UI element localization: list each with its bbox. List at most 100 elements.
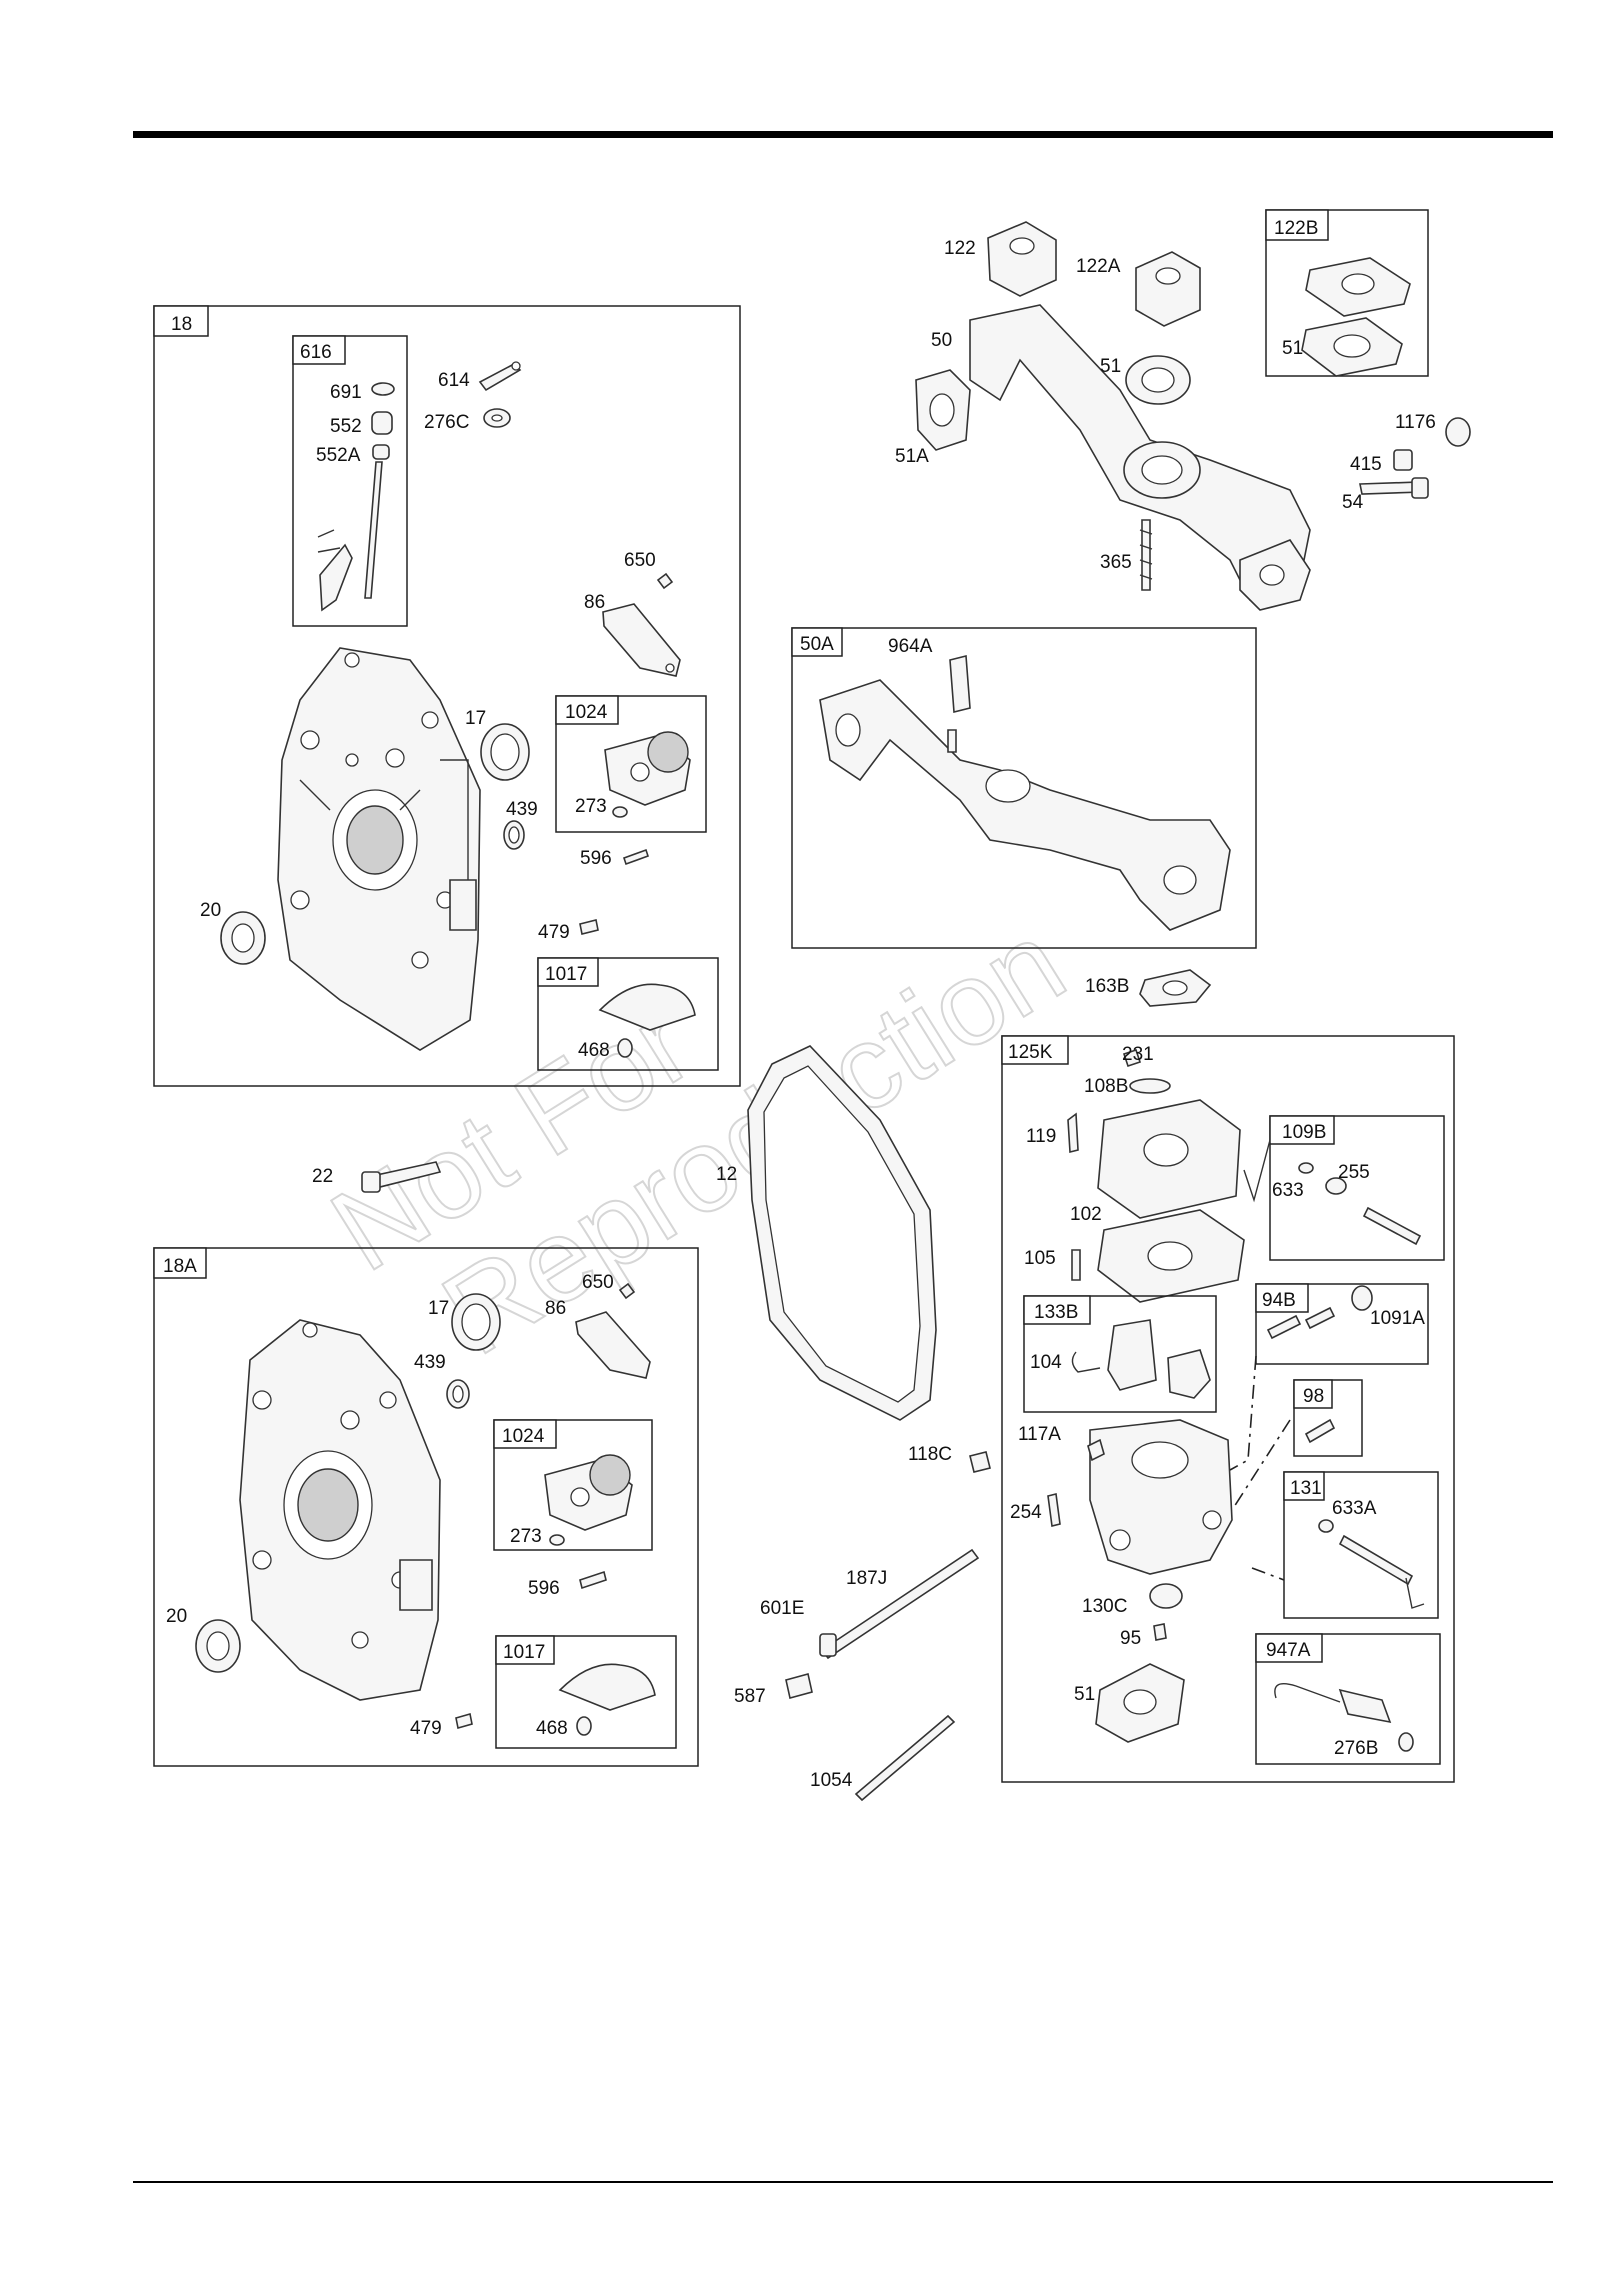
label-479b: 479 xyxy=(410,1718,442,1739)
bowl-130C xyxy=(1149,1583,1183,1609)
plug-479 xyxy=(579,919,599,935)
label-54: 54 xyxy=(1342,492,1364,513)
label-105: 105 xyxy=(1024,1248,1056,1269)
stud-365 xyxy=(1141,519,1151,591)
tie-1054 xyxy=(854,1714,956,1802)
label-479: 479 xyxy=(538,922,570,943)
label-964A: 964A xyxy=(888,636,933,657)
label-552A: 552A xyxy=(316,445,361,466)
nut-415 xyxy=(1393,449,1413,471)
label-108B: 108B xyxy=(1084,1076,1128,1097)
label-50: 50 xyxy=(931,330,952,351)
group-18A: 18A 20 17 650 86 439 1024 273 596 xyxy=(153,1247,699,1767)
screw-95 xyxy=(1153,1623,1167,1641)
group-label-50A: 50A xyxy=(800,634,834,655)
label-231: 231 xyxy=(1122,1044,1154,1065)
group-label-1024: 1024 xyxy=(565,702,608,723)
label-273: 273 xyxy=(575,796,607,817)
bolt-22: 22 xyxy=(312,1161,442,1193)
label-22: 22 xyxy=(312,1166,333,1187)
spacer-122 xyxy=(987,221,1057,297)
label-17b: 17 xyxy=(428,1298,449,1319)
label-650: 650 xyxy=(624,550,656,571)
label-130C: 130C xyxy=(1082,1596,1127,1617)
group-label-133B: 133B xyxy=(1034,1302,1078,1323)
solenoid-947A xyxy=(1338,1688,1392,1724)
label-650b: 650 xyxy=(582,1272,614,1293)
label-614: 614 xyxy=(438,370,470,391)
label-601E: 601E xyxy=(760,1598,804,1619)
group-18: 18 616 691 552 552A 614 276C 650 86 xyxy=(153,305,741,1087)
manifold-50A xyxy=(819,679,1231,931)
group-label-94B: 94B xyxy=(1262,1290,1296,1311)
label-691: 691 xyxy=(330,382,362,403)
label-20: 20 xyxy=(200,900,221,921)
pin-964A xyxy=(949,654,971,714)
screw-650 xyxy=(656,572,674,590)
group-125K: 125K 231 108B 119 102 105 109B 633 255 1… xyxy=(1001,1035,1455,1783)
washer-691 xyxy=(371,382,395,396)
group-label-947A: 947A xyxy=(1266,1640,1311,1661)
label-12: 12 xyxy=(716,1164,737,1185)
group-label-1017b: 1017 xyxy=(503,1642,545,1663)
cover-86 xyxy=(602,603,681,677)
label-51-122B: 51 xyxy=(1282,338,1303,359)
spacer-122A xyxy=(1135,251,1201,327)
group-label-18A: 18A xyxy=(163,1256,197,1277)
screw-231 xyxy=(1122,1048,1142,1068)
label-102: 102 xyxy=(1070,1204,1102,1225)
label-468: 468 xyxy=(578,1040,610,1061)
group-label-1017: 1017 xyxy=(545,964,587,985)
label-1054: 1054 xyxy=(810,1770,853,1791)
header-rule xyxy=(133,131,1553,138)
label-254: 254 xyxy=(1010,1502,1042,1523)
governor-arm xyxy=(319,543,353,612)
bushing-552 xyxy=(371,411,393,435)
label-552: 552 xyxy=(330,416,362,437)
label-122A: 122A xyxy=(1076,256,1121,277)
seal-601E xyxy=(819,1633,837,1657)
label-118C: 118C xyxy=(908,1444,952,1465)
label-273b: 273 xyxy=(510,1526,542,1547)
pin-614 xyxy=(478,363,522,392)
screw-596 xyxy=(622,848,650,866)
intake-manifold: 122 122A 50 51 51A 365 54 415 1176 122B xyxy=(895,209,1471,611)
label-119: 119 xyxy=(1026,1126,1056,1147)
label-17: 17 xyxy=(465,708,486,729)
group-label-131: 131 xyxy=(1290,1478,1322,1499)
label-255: 255 xyxy=(1338,1162,1370,1183)
group-label-122B: 122B xyxy=(1274,218,1318,239)
group-label-616: 616 xyxy=(300,342,332,363)
dipstick-187J xyxy=(820,1548,980,1660)
label-86b: 86 xyxy=(545,1298,566,1319)
label-276C: 276C xyxy=(424,412,469,433)
label-117A: 117A xyxy=(1018,1424,1061,1445)
label-95: 95 xyxy=(1120,1628,1141,1649)
float-133B xyxy=(1107,1319,1157,1391)
label-596: 596 xyxy=(580,848,612,869)
gasket-12: 12 xyxy=(716,1045,937,1421)
label-596b: 596 xyxy=(528,1578,560,1599)
group-label-109B: 109B xyxy=(1282,1122,1326,1143)
governor-shaft xyxy=(364,461,383,599)
label-365: 365 xyxy=(1100,552,1132,573)
label-1176: 1176 xyxy=(1395,412,1436,433)
screw-254 xyxy=(1047,1493,1061,1527)
misc-parts: 118C 187J 601E 587 1054 xyxy=(734,1444,991,1802)
label-163B: 163B xyxy=(1085,976,1129,997)
label-415: 415 xyxy=(1350,454,1382,475)
label-122: 122 xyxy=(944,238,976,259)
label-468b: 468 xyxy=(536,1718,568,1739)
label-439b: 439 xyxy=(414,1352,446,1373)
label-51: 51 xyxy=(1100,356,1121,377)
gasket-108B xyxy=(1129,1078,1171,1094)
plug-117A xyxy=(1087,1438,1105,1462)
label-86: 86 xyxy=(584,592,605,613)
seal-552A xyxy=(372,444,390,460)
label-104: 104 xyxy=(1030,1352,1062,1373)
label-51c: 51 xyxy=(1074,1684,1095,1705)
nut-1176 xyxy=(1445,417,1471,447)
label-587: 587 xyxy=(734,1686,766,1707)
breather-1017 xyxy=(598,983,696,1031)
